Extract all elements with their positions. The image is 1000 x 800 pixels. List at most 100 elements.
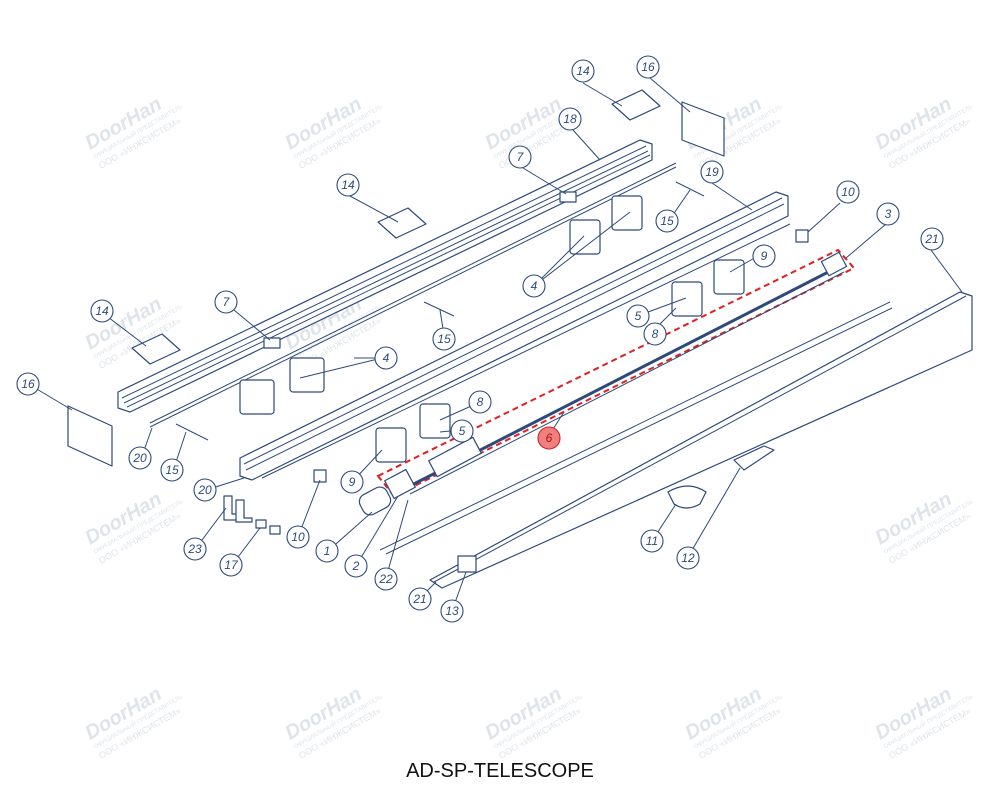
- svg-text:21: 21: [924, 232, 938, 246]
- top-track-profile: [117, 139, 653, 413]
- callout-6-highlighted: 6: [537, 426, 561, 450]
- svg-text:16: 16: [641, 60, 655, 74]
- svg-text:23: 23: [187, 542, 202, 556]
- svg-text:20: 20: [132, 451, 147, 465]
- callout-16: 16: [636, 55, 660, 79]
- callout-1: 1: [315, 539, 339, 563]
- svg-text:5: 5: [459, 424, 466, 438]
- gear-block: [384, 468, 416, 500]
- carriage: [239, 379, 275, 415]
- svg-text:18: 18: [563, 112, 577, 126]
- callout-10: 10: [836, 180, 860, 204]
- svg-text:9: 9: [349, 475, 356, 489]
- svg-text:8: 8: [652, 327, 659, 341]
- svg-text:7: 7: [517, 150, 525, 164]
- callout-21: 21: [920, 227, 944, 251]
- diagram-title: AD-SP-TELESCOPE: [406, 760, 594, 782]
- svg-text:19: 19: [705, 165, 719, 179]
- end-stop: [795, 229, 809, 243]
- bolt: [175, 423, 209, 441]
- svg-text:15: 15: [437, 332, 451, 346]
- callout-2: 2: [344, 554, 368, 578]
- callout-20: 20: [193, 478, 217, 502]
- callout-layer: 14 16 18 7 14 19 10 3 21 15 4 9 5 8 14 7…: [16, 55, 944, 623]
- callout-20: 20: [128, 446, 152, 470]
- rod-20-lower: [261, 223, 791, 479]
- svg-text:17: 17: [224, 558, 239, 572]
- callout-9: 9: [752, 244, 776, 268]
- callout-14: 14: [336, 173, 360, 197]
- callout-4: 4: [374, 346, 398, 370]
- carriage: [611, 195, 643, 231]
- clip: [255, 519, 267, 529]
- callout-12: 12: [676, 546, 700, 570]
- callout-8: 8: [643, 322, 667, 346]
- rod-20-upper: [149, 162, 677, 424]
- carriage: [713, 259, 745, 295]
- svg-text:5: 5: [635, 309, 642, 323]
- svg-text:13: 13: [445, 604, 459, 618]
- svg-text:8: 8: [477, 395, 484, 409]
- callout-14: 14: [571, 59, 595, 83]
- mounting-plate: [377, 207, 427, 239]
- svg-text:2: 2: [352, 559, 360, 573]
- svg-text:15: 15: [165, 463, 179, 477]
- motor-unit: [358, 486, 392, 516]
- bolt: [675, 181, 705, 197]
- svg-text:10: 10: [291, 530, 305, 544]
- carriage: [289, 357, 325, 393]
- parts-layer: [67, 89, 973, 589]
- callout-15: 15: [160, 458, 184, 482]
- callout-14: 14: [90, 299, 114, 323]
- svg-text:4: 4: [531, 279, 538, 293]
- carriage: [671, 281, 703, 317]
- svg-text:22: 22: [378, 572, 393, 586]
- callout-21: 21: [408, 587, 432, 611]
- callout-15: 15: [432, 327, 456, 351]
- svg-text:15: 15: [660, 214, 674, 228]
- svg-text:14: 14: [341, 178, 355, 192]
- svg-text:14: 14: [95, 304, 109, 318]
- callout-5: 5: [450, 419, 474, 443]
- callout-18: 18: [558, 107, 582, 131]
- mounting-plate: [131, 333, 181, 365]
- callout-7: 7: [508, 145, 532, 169]
- carriage: [375, 427, 407, 463]
- callout-7: 7: [214, 290, 238, 314]
- svg-text:21: 21: [412, 592, 426, 606]
- sensor: [667, 485, 707, 509]
- svg-text:16: 16: [21, 377, 35, 391]
- bracket: [235, 499, 253, 523]
- clamp: [263, 337, 281, 349]
- svg-text:4: 4: [383, 351, 390, 365]
- svg-text:11: 11: [646, 534, 658, 548]
- end-cap: [733, 445, 775, 471]
- svg-text:1: 1: [324, 544, 331, 558]
- control-panel: [457, 555, 477, 573]
- carriage: [569, 219, 601, 255]
- svg-text:9: 9: [761, 249, 768, 263]
- highlight-frame-part-6: [376, 248, 856, 498]
- callout-5: 5: [626, 304, 650, 328]
- callout-16: 16: [16, 372, 40, 396]
- callout-15: 15: [655, 209, 679, 233]
- svg-text:10: 10: [841, 185, 855, 199]
- callout-22: 22: [374, 567, 398, 591]
- svg-text:7: 7: [223, 295, 231, 309]
- side-board: [67, 405, 113, 467]
- bolt: [423, 301, 455, 317]
- callout-4: 4: [522, 274, 546, 298]
- callout-11: 11: [640, 529, 664, 553]
- clip: [269, 525, 281, 535]
- callout-8: 8: [468, 390, 492, 414]
- callout-10: 10: [286, 525, 310, 549]
- svg-text:6: 6: [546, 431, 553, 445]
- svg-text:12: 12: [681, 551, 695, 565]
- svg-text:14: 14: [576, 64, 590, 78]
- clamp: [559, 191, 577, 203]
- mounting-plate: [611, 89, 661, 121]
- callout-13: 13: [440, 599, 464, 623]
- cover-profile-19: [239, 191, 789, 481]
- pulley-block: [820, 251, 848, 277]
